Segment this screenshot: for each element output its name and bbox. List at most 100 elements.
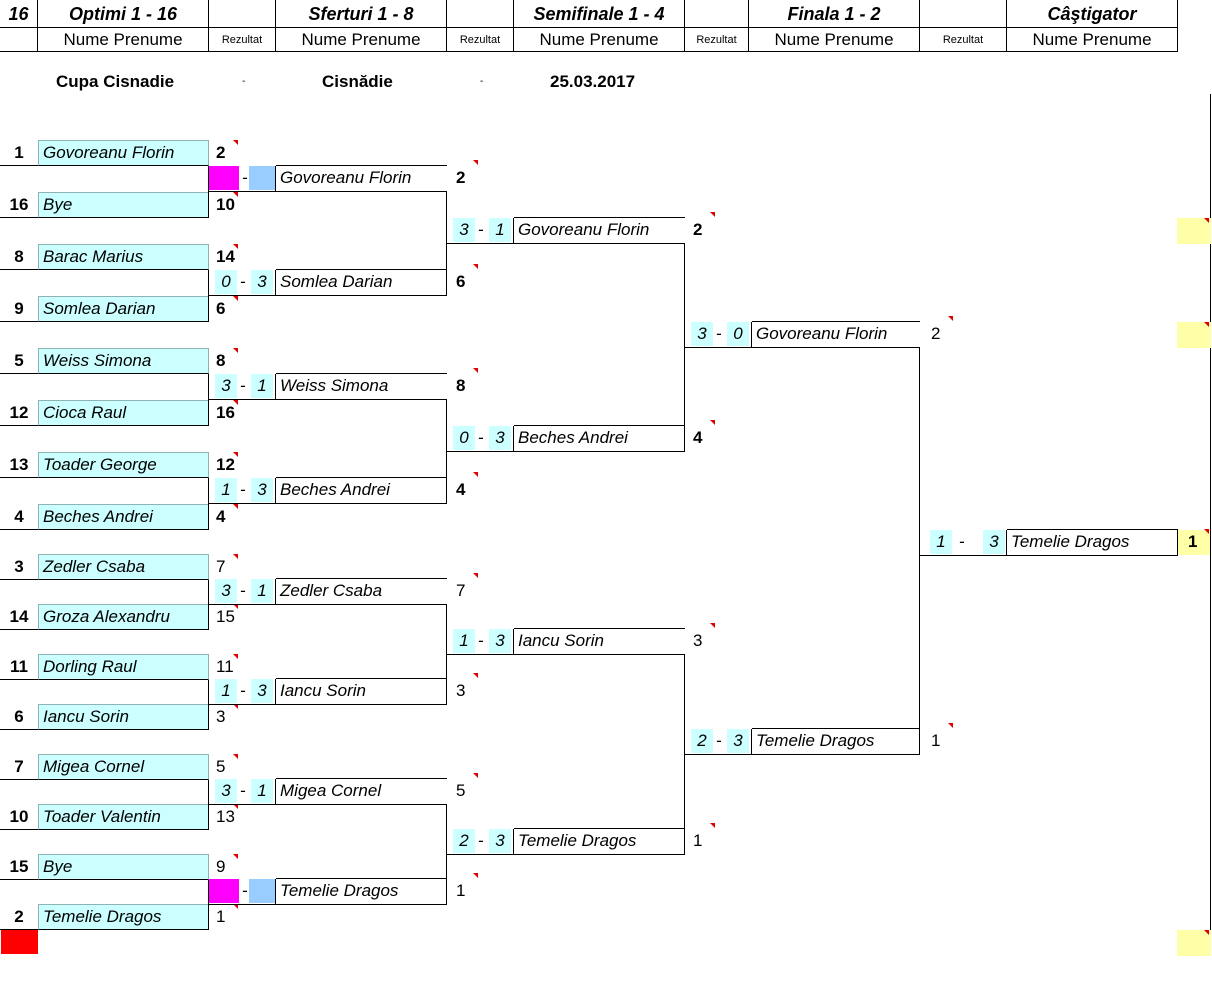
winner-name[interactable]: Iancu Sorin [280, 681, 366, 700]
player-name[interactable]: Bye [38, 854, 209, 880]
bracket-line [275, 879, 276, 904]
player-name[interactable]: Temelie Dragos [38, 904, 209, 930]
comment-marker [233, 140, 238, 145]
score-right[interactable]: 3 [251, 478, 273, 502]
round-title-optimi: Optimi 1 - 16 [38, 0, 209, 28]
player-name[interactable]: Migea Cornel [38, 754, 209, 780]
bracket-line [208, 580, 209, 630]
winner-name[interactable]: Temelie Dragos [280, 881, 399, 900]
score-left[interactable]: 1 [215, 478, 237, 502]
player-seed: 15 [0, 854, 38, 880]
score-right[interactable]: 3 [489, 829, 511, 853]
player-number: 9 [216, 857, 226, 876]
score-left[interactable]: 0 [215, 270, 237, 294]
winner-name[interactable]: Weiss Simona [280, 376, 389, 395]
score-left[interactable]: 2 [453, 829, 475, 853]
bracket-line [208, 880, 209, 930]
score-right[interactable]: 3 [489, 629, 511, 653]
player-name[interactable]: Dorling Raul [38, 654, 209, 680]
score-right[interactable]: 3 [489, 426, 511, 450]
winner-name[interactable]: Iancu Sorin [518, 631, 604, 650]
score-right[interactable]: 1 [251, 779, 273, 803]
score-left[interactable]: 1 [453, 629, 475, 653]
header-row-columns: Nume Prenume Rezultat Nume Prenume Rezul… [0, 28, 1178, 52]
col-result-r2: Rezultat [447, 28, 514, 52]
bracket-line [919, 347, 920, 754]
score-right[interactable]: 3 [251, 679, 273, 703]
bracket-line [276, 165, 447, 166]
bracket-line [275, 579, 276, 604]
winner-name[interactable]: Beches Andrei [518, 428, 628, 447]
comment-marker [233, 904, 238, 909]
player-name[interactable]: Weiss Simona [38, 348, 209, 374]
score-right[interactable]: 3 [727, 729, 749, 753]
player-seed: 2 [0, 904, 38, 930]
comment-marker [710, 823, 715, 828]
match-number: 1 [456, 881, 466, 900]
winner-name[interactable]: Temelie Dragos [518, 831, 637, 850]
winner-name[interactable]: Zedler Csaba [280, 581, 383, 600]
comment-marker [948, 316, 953, 321]
champion-number: 1 [1188, 532, 1198, 551]
score-left[interactable]: 3 [453, 218, 475, 242]
comment-marker [473, 573, 478, 578]
winner-name[interactable]: Govoreanu Florin [518, 220, 650, 239]
player-name[interactable]: Somlea Darian [38, 296, 209, 322]
player-name[interactable]: Cioca Raul [38, 400, 209, 426]
bracket-line [752, 321, 920, 322]
player-name[interactable]: Toader George [38, 452, 209, 478]
comment-marker [233, 604, 238, 609]
player-seed: 6 [0, 704, 38, 730]
bracket-line [209, 704, 447, 705]
info-sep-2: - [480, 76, 484, 87]
score-left[interactable]: 1 [215, 679, 237, 703]
winner-name[interactable]: Temelie Dragos [756, 731, 875, 750]
winner-name[interactable]: Govoreanu Florin [280, 168, 412, 187]
champion-name[interactable]: Temelie Dragos [1011, 532, 1130, 551]
score-left[interactable]: 3 [215, 779, 237, 803]
score-left[interactable]: 3 [215, 374, 237, 398]
winner-name[interactable]: Somlea Darian [280, 272, 393, 291]
player-number: 15 [216, 607, 235, 626]
player-name[interactable]: Bye [38, 192, 209, 218]
player-name[interactable]: Beches Andrei [38, 504, 209, 530]
comment-marker [1204, 930, 1209, 935]
player-name[interactable]: Iancu Sorin [38, 704, 209, 730]
score-right[interactable]: 1 [251, 579, 273, 603]
winner-name[interactable]: Beches Andrei [280, 480, 390, 499]
score-right[interactable]: 1 [251, 374, 273, 398]
player-number: 11 [216, 657, 234, 676]
tournament-date: 25.03.2017 [550, 72, 636, 91]
match-number: 5 [456, 781, 466, 800]
score-dash: - [478, 631, 484, 650]
bye-marker [209, 166, 239, 190]
comment-marker [1204, 529, 1209, 534]
player-name[interactable]: Govoreanu Florin [38, 140, 209, 166]
score-left[interactable]: 3 [691, 322, 713, 346]
score-left[interactable]: 0 [453, 426, 475, 450]
bracket-line [446, 191, 447, 295]
score-right[interactable]: 0 [727, 322, 749, 346]
player-seed: 8 [0, 244, 38, 270]
player-name[interactable]: Zedler Csaba [38, 554, 209, 580]
player-number: 7 [216, 557, 226, 576]
score-left[interactable]: 2 [691, 729, 713, 753]
player-number: 2 [216, 143, 226, 162]
bracket-line [920, 555, 1178, 556]
score-right[interactable]: 3 [983, 530, 1005, 554]
comment-marker [233, 854, 238, 859]
player-name[interactable]: Toader Valentin [38, 804, 209, 830]
bracket-line [276, 878, 447, 879]
player-name[interactable]: Barac Marius [38, 244, 209, 270]
score-right[interactable]: 1 [489, 218, 511, 242]
comment-marker [233, 400, 238, 405]
winner-name[interactable]: Govoreanu Florin [756, 324, 888, 343]
player-name[interactable]: Groza Alexandru [38, 604, 209, 630]
bracket-line [447, 654, 685, 655]
score-left[interactable]: 3 [215, 579, 237, 603]
score-left[interactable]: 1 [930, 530, 952, 554]
score-right[interactable]: 3 [251, 270, 273, 294]
winner-name[interactable]: Migea Cornel [280, 781, 382, 800]
bracket-line [513, 629, 514, 654]
bracket-line [1006, 530, 1007, 555]
